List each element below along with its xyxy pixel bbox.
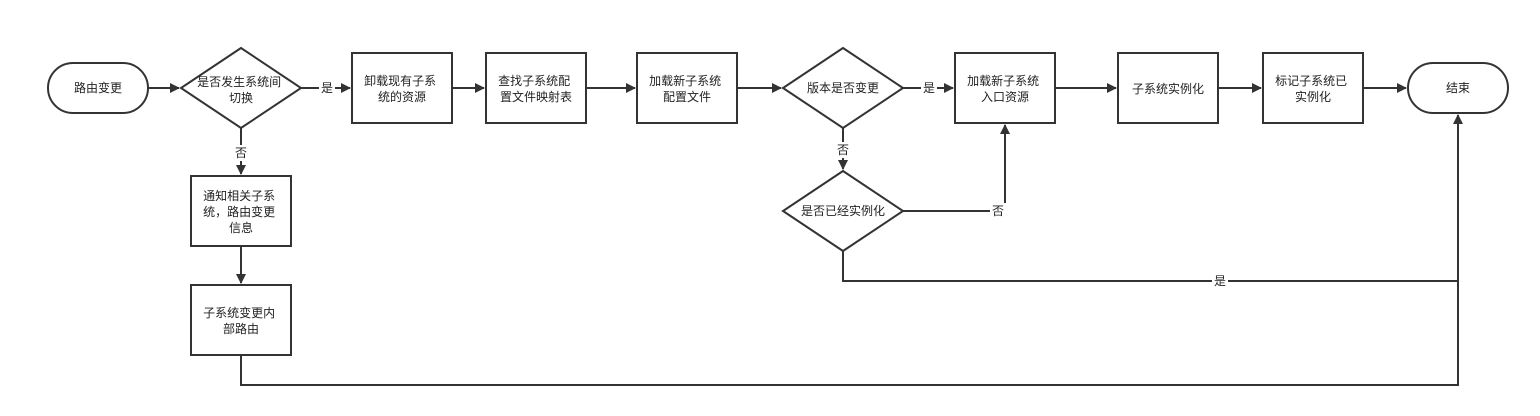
label-version-no: 否 (837, 143, 849, 157)
node-decision-version: 版本是否变更 (781, 46, 905, 130)
node-find-config-label: 查找子系统配 置文件映射表 (498, 74, 574, 104)
label-version-yes: 是 (923, 81, 935, 95)
node-decision-version-label: 版本是否变更 (807, 80, 879, 95)
node-load-config-label: 加载新子系统 配置文件 (649, 73, 725, 104)
node-start-label: 路由变更 (74, 80, 122, 95)
node-end: 结束 (1407, 62, 1509, 114)
edge-instantiated-no-to-loadentry (903, 124, 1010, 212)
node-decision-switch: 是否发生系统间 切换 (179, 46, 303, 130)
node-load-entry: 加载新子系统 入口资源 (954, 52, 1056, 124)
node-notify: 通知相关子系 统，路由变更 信息 (190, 175, 292, 247)
edges (148, 83, 1463, 386)
node-decision-instantiated: 是否已经实例化 (781, 169, 905, 253)
node-notify-label: 通知相关子系 统，路由变更 信息 (203, 189, 279, 235)
label-instantiated-yes: 是 (1214, 274, 1226, 288)
node-instantiate: 子系统实例化 (1117, 52, 1219, 124)
node-decision-instantiated-label: 是否已经实例化 (801, 203, 885, 218)
node-load-config: 加载新子系统 配置文件 (636, 52, 738, 124)
node-start: 路由变更 (47, 62, 149, 114)
node-decision-switch-label: 是否发生系统间 切换 (197, 74, 285, 105)
node-mark: 标记子系统已 实例化 (1262, 52, 1364, 124)
node-unload-label: 卸载现有子系 统的资源 (364, 73, 440, 104)
node-mark-label: 标记子系统已 实例化 (1275, 74, 1351, 104)
edge-labels: 是 否 是 否 否 是 (233, 80, 1228, 289)
node-instantiate-label: 子系统实例化 (1132, 81, 1204, 96)
node-end-label: 结束 (1446, 81, 1470, 95)
node-find-config: 查找子系统配 置文件映射表 (485, 52, 587, 124)
label-switch-no: 否 (235, 146, 247, 160)
node-load-entry-label: 加载新子系统 入口资源 (967, 73, 1043, 104)
node-unload: 卸载现有子系 统的资源 (351, 52, 453, 124)
node-inner-route: 子系统变更内 部路由 (190, 284, 292, 356)
edge-instantiated-yes-to-end (842, 251, 1458, 282)
node-inner-route-label: 子系统变更内 部路由 (203, 305, 279, 336)
label-instantiated-no: 否 (992, 204, 1004, 218)
edge-inner-to-end (240, 114, 1463, 386)
label-switch-yes: 是 (321, 81, 333, 95)
